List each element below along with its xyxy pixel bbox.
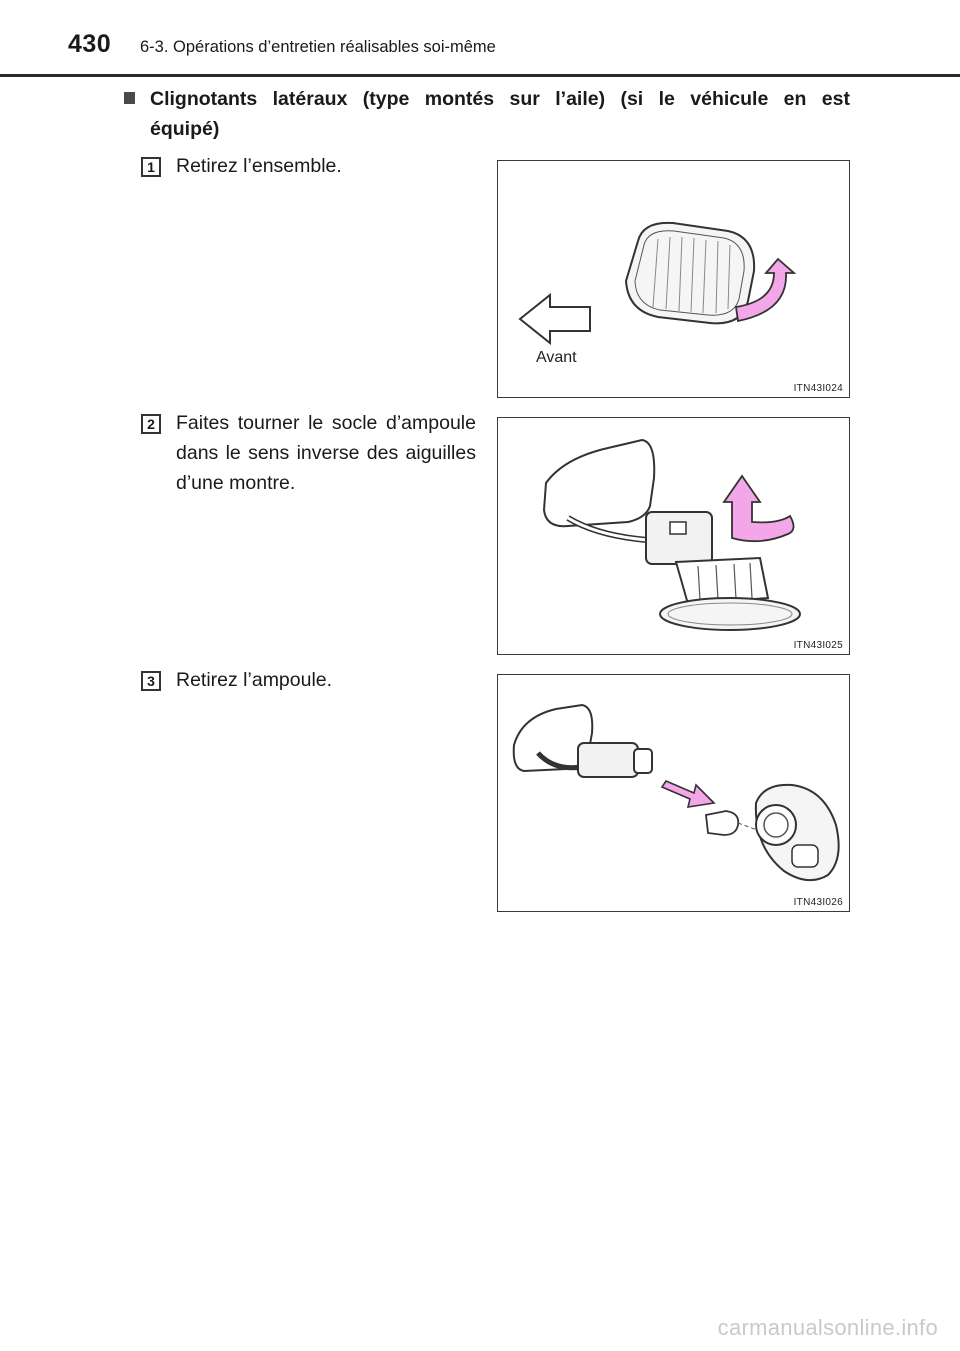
page-number: 430 <box>68 30 112 58</box>
step-text-2: Faites tourner le socle d’ampoule dans l… <box>176 412 476 494</box>
subheading-line-1: Clignotants latéraux (type montés sur l’… <box>150 88 850 110</box>
front-label: Avant <box>536 349 577 366</box>
step-number-1: 1 <box>141 157 161 177</box>
turn-signal-lamp-illustration <box>518 221 797 346</box>
figure-code-2: ITN43I025 <box>793 640 843 651</box>
rotate-arrow-icon <box>734 257 797 323</box>
bulb-socket-illustration <box>542 438 801 631</box>
figure-rotate-bulb-socket: ITN43I025 <box>497 417 850 655</box>
front-direction-arrow-icon <box>518 292 591 346</box>
section-title: 6-3. Opérations d’entretien réalisables … <box>140 38 496 56</box>
figure-code-3: ITN43I026 <box>793 897 843 908</box>
figure-remove-bulb: ITN43I026 <box>497 674 850 912</box>
watermark: carmanualsonline.info <box>717 1315 938 1340</box>
step-number-3: 3 <box>141 671 161 691</box>
bulb-removal-illustration <box>512 703 840 882</box>
step-text-1: Retirez l’ensemble. <box>176 155 342 177</box>
counterclockwise-arrow-icon <box>722 474 795 543</box>
header-divider <box>0 74 960 77</box>
figure-remove-assembly: Avant ITN43I024 <box>497 160 850 398</box>
pull-arrow-icon <box>660 780 716 808</box>
step-number-2: 2 <box>141 414 161 434</box>
step-text-3: Retirez l’ampoule. <box>176 669 333 691</box>
figure-code-1: ITN43I024 <box>793 383 843 394</box>
square-bullet-icon <box>124 92 135 104</box>
subheading-line-2: équipé) <box>150 118 220 140</box>
